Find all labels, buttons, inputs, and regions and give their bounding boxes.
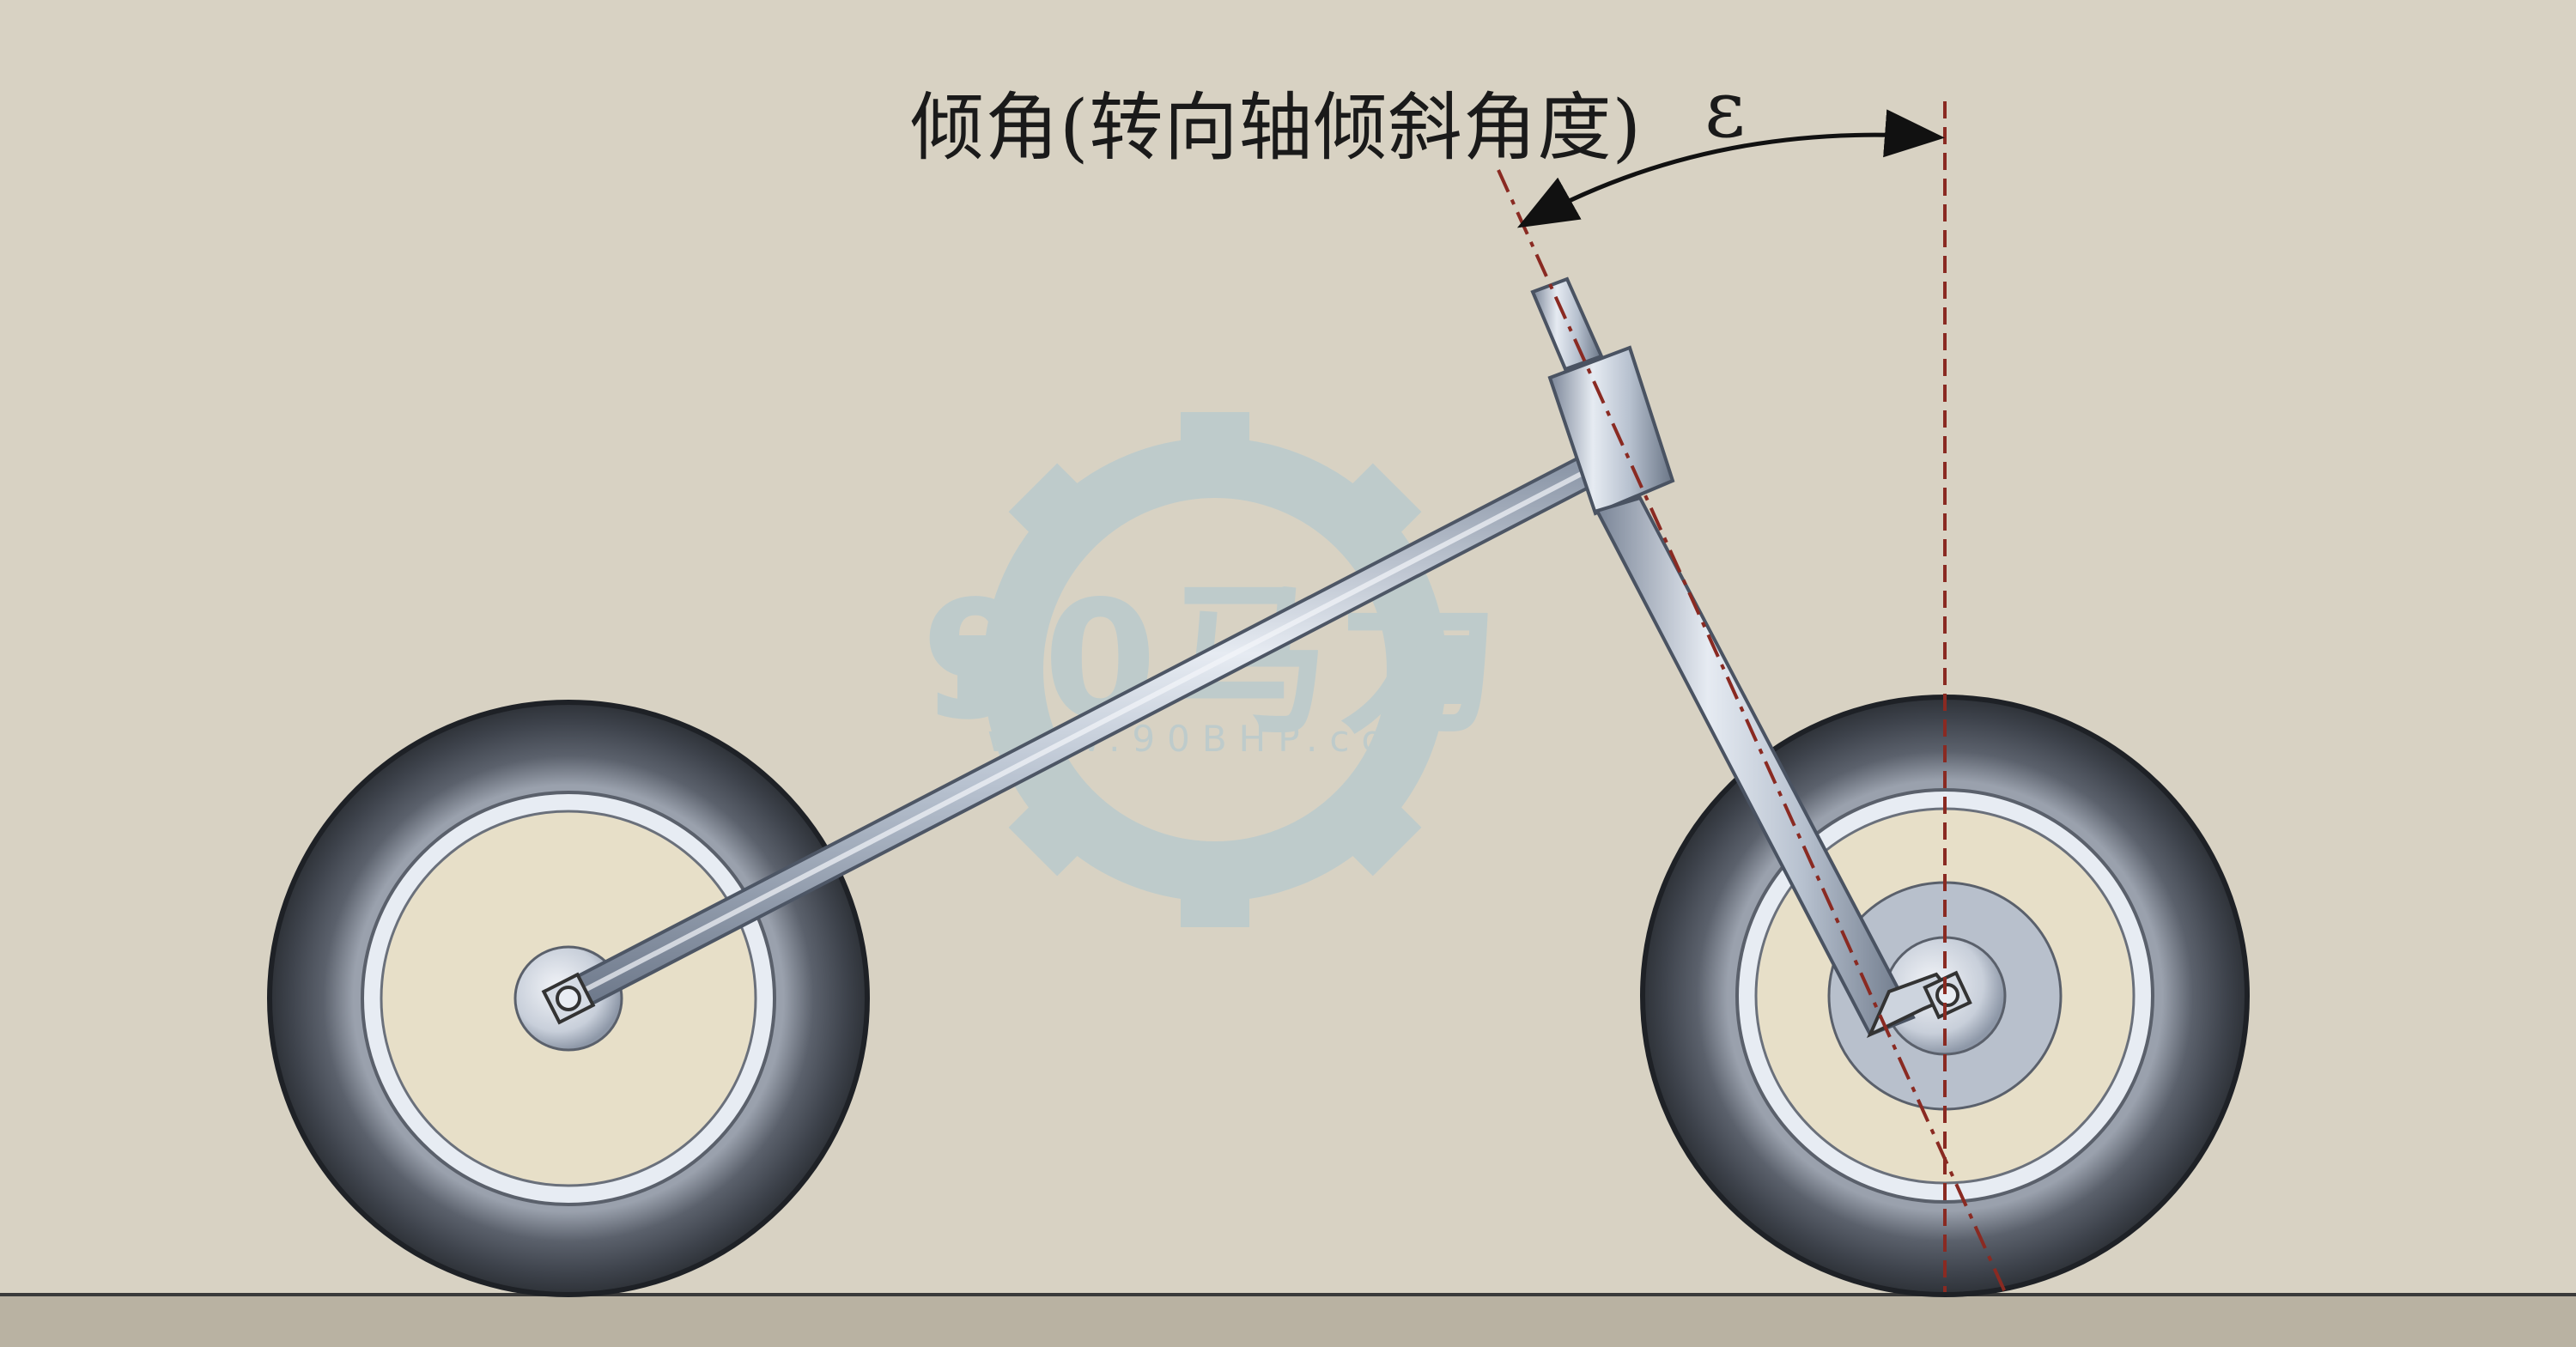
steering-axis-line (1497, 169, 2007, 1293)
rake-angle-symbol: ε (1704, 64, 1746, 155)
watermark-logo: 90马力 www.90BHP.com (921, 412, 1500, 927)
head-tube (1547, 345, 1675, 516)
steering-fork (1530, 276, 1957, 1039)
frame-tube (551, 451, 1610, 1016)
rake-angle-caption: 倾角(转向轴倾斜角度) (910, 85, 1643, 171)
gear-icon (957, 412, 1473, 927)
front-axle-bolt (1923, 970, 1972, 1020)
ground (0, 1295, 2576, 1347)
rake-angle-arc (1516, 109, 1945, 228)
rear-axle-bolt (541, 972, 596, 1025)
